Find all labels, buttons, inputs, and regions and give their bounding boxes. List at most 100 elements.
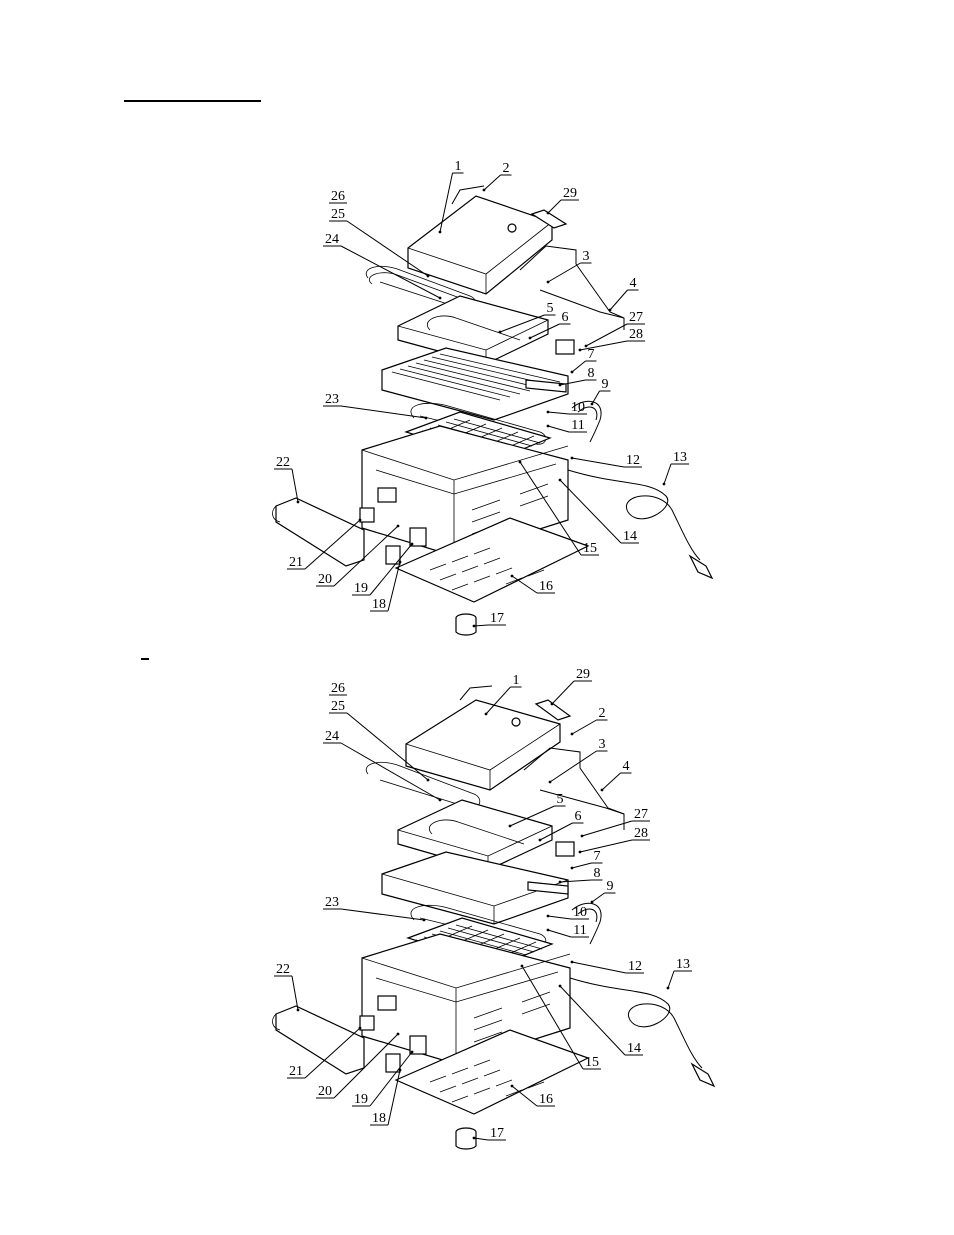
callout-label-4: 4 [623, 759, 630, 774]
callout-label-3: 3 [599, 737, 606, 752]
callout-leader [571, 862, 592, 869]
callout-arrowhead [550, 702, 554, 706]
callout-label-7: 7 [588, 347, 595, 362]
callout-label-10: 10 [571, 400, 585, 415]
exploded-view-bottom [272, 685, 716, 1150]
callout-arrowhead [498, 330, 502, 334]
callout-leader [579, 839, 633, 853]
callout-leader [667, 970, 675, 989]
callout-arrowhead [438, 798, 442, 802]
title-underline [124, 100, 261, 102]
callout-leader [333, 1033, 399, 1099]
callout-arrowhead [410, 542, 414, 546]
callout-arrowhead [424, 416, 428, 420]
callout-arrowhead [584, 344, 588, 348]
callout-leader [340, 245, 441, 299]
callout-label-20: 20 [318, 1084, 332, 1099]
callout-label-2: 2 [599, 706, 606, 721]
callout-leader [571, 360, 586, 373]
callout-leader [571, 719, 597, 735]
callout-label-9: 9 [602, 377, 609, 392]
callout-label-24: 24 [325, 232, 339, 247]
callout-arrowhead [570, 866, 574, 870]
callout-leader [499, 314, 545, 333]
callout-label-8: 8 [594, 866, 601, 881]
callout-label-1: 1 [513, 673, 520, 688]
callout-label-16: 16 [539, 579, 553, 594]
callout-leader [291, 468, 299, 503]
callout-arrowhead [590, 402, 594, 406]
callout-label-11: 11 [573, 923, 586, 938]
callout-arrowhead [472, 624, 476, 628]
callout-label-29: 29 [576, 667, 590, 682]
callout-arrowhead [570, 456, 574, 460]
callout-arrowhead [438, 296, 442, 300]
callout-arrowhead [398, 560, 402, 564]
callout-leader [609, 289, 628, 311]
callout-leader [304, 1027, 361, 1079]
callout-label-19: 19 [354, 581, 368, 596]
callout-label-16: 16 [539, 1092, 553, 1107]
callout-leader [519, 461, 582, 556]
callout-leader [551, 680, 575, 705]
callout-leader [547, 411, 570, 415]
callout-arrowhead [546, 211, 550, 215]
callout-arrowhead [472, 1136, 476, 1140]
callout-label-26: 26 [331, 681, 345, 696]
callout-leader [387, 561, 401, 612]
callout-arrowhead [662, 482, 666, 486]
callout-arrowhead [396, 524, 400, 528]
callout-arrowhead [578, 348, 582, 352]
callout-leader [571, 961, 627, 974]
callout-leader [601, 772, 621, 791]
top-lid [407, 195, 553, 295]
callout-label-24: 24 [325, 729, 339, 744]
callout-arrowhead [484, 712, 488, 716]
callout-label-15: 15 [583, 541, 597, 556]
callout-leader [581, 820, 633, 837]
callout-arrowhead [296, 1008, 300, 1012]
callout-label-13: 13 [673, 450, 687, 465]
callout-label-2: 2 [503, 161, 510, 176]
callout-arrowhead [538, 838, 542, 842]
callout-arrowhead [580, 834, 584, 838]
bottom-plate [394, 1029, 590, 1115]
callout-label-10: 10 [573, 905, 587, 920]
callout-label-27: 27 [629, 310, 643, 325]
callout-label-15: 15 [585, 1055, 599, 1070]
top-lid [405, 699, 561, 791]
callout-label-13: 13 [676, 957, 690, 972]
flat-grill-plate [381, 851, 569, 925]
callout-leader [547, 915, 572, 920]
callout-label-14: 14 [623, 529, 637, 544]
callout-leader [559, 985, 626, 1056]
callout-leader [291, 975, 299, 1011]
callout-leader [346, 220, 429, 277]
callout-leader [591, 390, 600, 405]
callout-leader [304, 519, 361, 570]
callout-leader [369, 543, 413, 596]
callout-label-12: 12 [628, 959, 642, 974]
callout-leader [529, 323, 560, 339]
callout-label-28: 28 [634, 826, 648, 841]
callout-label-4: 4 [630, 276, 637, 291]
callout-arrowhead [410, 1050, 414, 1054]
callout-arrowhead [578, 850, 582, 854]
callout-leader [473, 1137, 489, 1141]
callout-label-23: 23 [325, 895, 339, 910]
callout-arrowhead [546, 424, 550, 428]
callout-arrowhead [358, 518, 362, 522]
callout-leader [571, 457, 625, 468]
callout-leader [346, 712, 429, 781]
callout-label-22: 22 [276, 962, 290, 977]
callout-arrowhead [558, 478, 562, 482]
callout-arrowhead [546, 914, 550, 918]
callout-leader [549, 750, 597, 783]
callout-leader [591, 892, 605, 903]
callout-leader [340, 405, 427, 419]
callout-label-21: 21 [289, 1064, 303, 1079]
callout-arrowhead [438, 230, 442, 234]
